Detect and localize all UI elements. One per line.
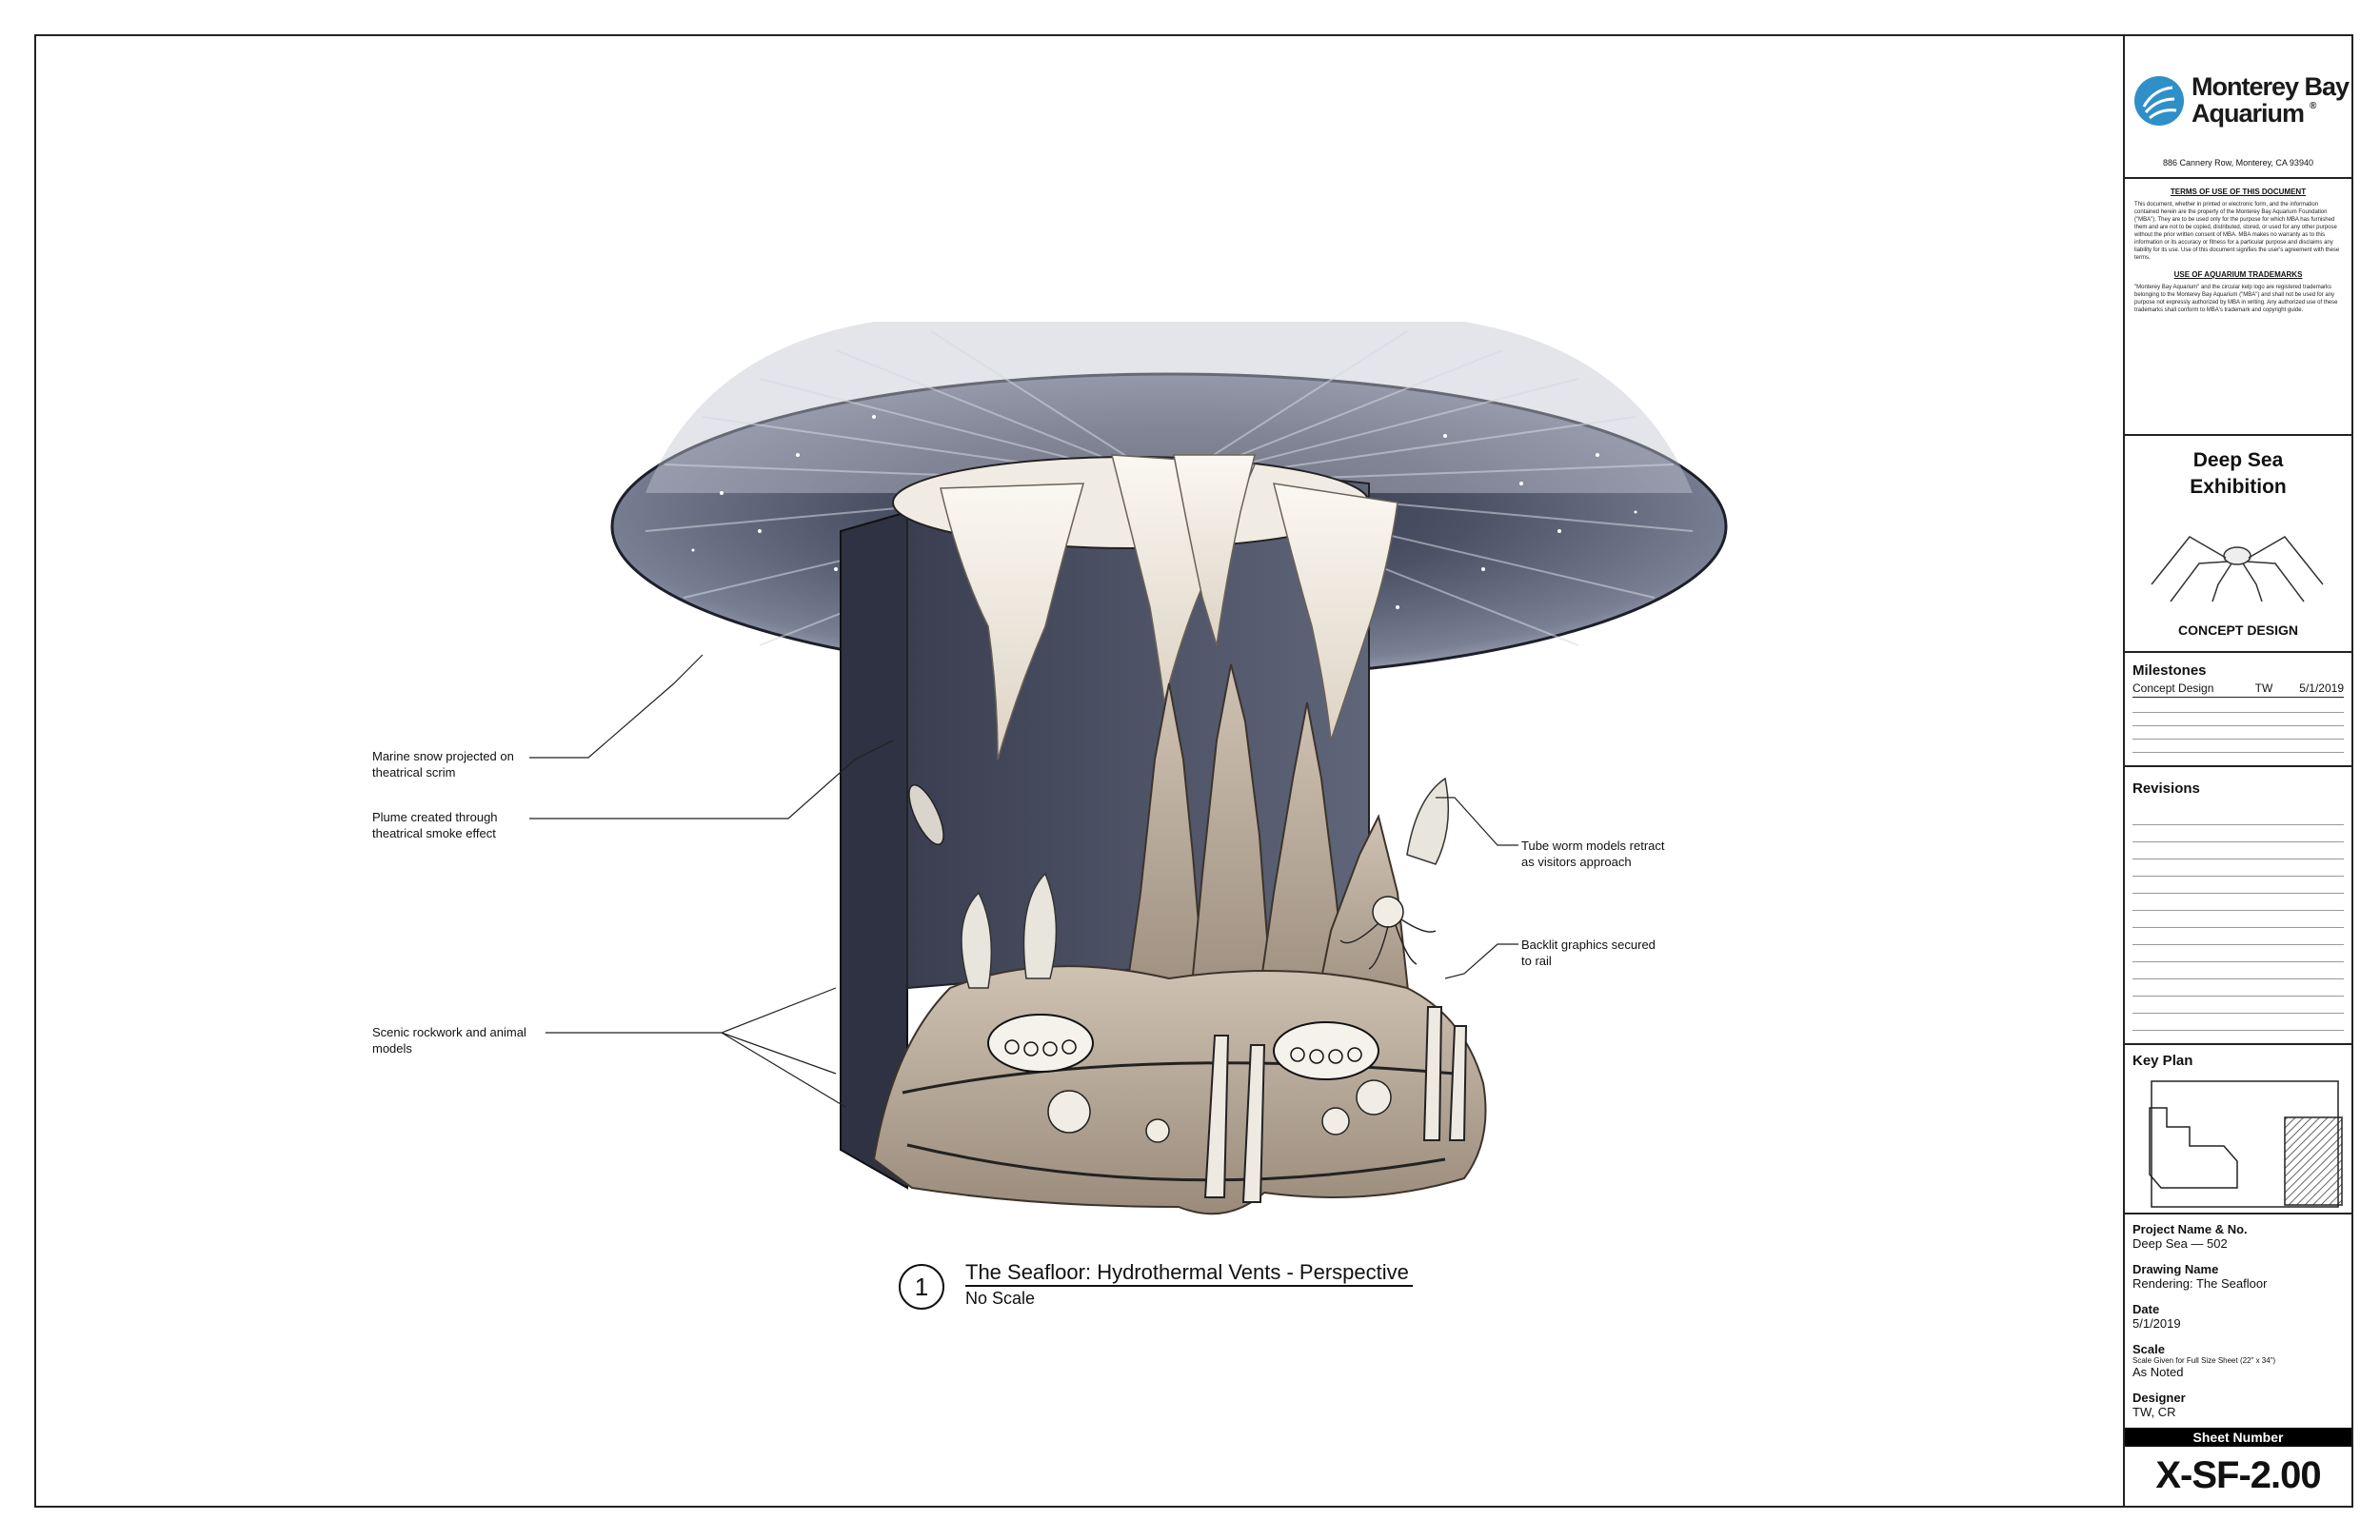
drawing-name-value: Rendering: The Seafloor <box>2132 1276 2268 1291</box>
callout-marine-snow-line1: Marine snow projected on <box>372 749 514 763</box>
project-info-section: Project Name & No. Deep Sea — 502 Drawin… <box>2125 1214 2351 1454</box>
hydrothermal-vents-rendering <box>529 322 1728 1215</box>
tube-worm-models <box>1203 1006 1468 1203</box>
title-block: Monterey Bay Aquarium ® 886 Cannery Row,… <box>2123 36 2351 1506</box>
drawing-name-label: Drawing Name <box>2132 1262 2219 1276</box>
milestone-rule <box>2132 739 2344 740</box>
trademarks-body: "Monterey Bay Aquarium" and the circular… <box>2134 285 2338 313</box>
base-rockwork <box>872 777 1487 1215</box>
backlit-graphic-left <box>987 1014 1094 1073</box>
callout-backlit-line1: Backlit graphics secured <box>1521 938 1656 952</box>
revisions-heading: Revisions <box>2132 780 2200 797</box>
revision-rule <box>2132 1013 2344 1014</box>
fish-model <box>908 784 944 845</box>
date-label: Date <box>2132 1302 2160 1316</box>
smoke-plumes <box>940 454 1398 760</box>
drawing-area: Marine snow projected on theatrical scri… <box>36 36 2123 1506</box>
spider-crab-icon <box>2151 536 2324 602</box>
callout-plume-line2: theatrical smoke effect <box>372 826 496 840</box>
terms-heading: TERMS OF USE OF THIS DOCUMENT <box>2170 188 2307 196</box>
exhibit-section: Deep Sea Exhibition CONCEPT DESIGN <box>2125 436 2351 653</box>
drawing-title: The Seafloor: Hydrothermal Vents - Persp… <box>965 1260 1413 1287</box>
kelp-logo-icon <box>2134 76 2184 126</box>
revision-rule <box>2132 824 2344 825</box>
milestone-rule <box>2132 712 2344 713</box>
callout-leaders <box>529 654 1518 1108</box>
milestone-rule <box>2132 725 2344 726</box>
logo-line2: Aquarium <box>2192 99 2305 128</box>
callout-backlit-line2: to rail <box>1521 954 1552 968</box>
drawing-number-bubble: 1 <box>899 1264 944 1310</box>
drawing-sheet: Marine snow projected on theatrical scri… <box>34 34 2353 1508</box>
designer-value: TW, CR <box>2132 1405 2176 1419</box>
callout-tube-worm-line1: Tube worm models retract <box>1521 839 1665 853</box>
callout-rockwork-line2: models <box>372 1041 412 1056</box>
octopus-model <box>1339 896 1437 970</box>
milestones-section: Milestones Concept Design TW 5/1/2019 <box>2125 653 2351 767</box>
revision-rule <box>2132 876 2344 877</box>
milestone-row: Concept Design TW 5/1/2019 <box>2132 681 2344 695</box>
scale-value: As Noted <box>2132 1365 2184 1379</box>
scale-label: Scale <box>2132 1342 2165 1356</box>
coral-models <box>961 777 1450 989</box>
project-name-label: Project Name & No. <box>2132 1222 2248 1236</box>
drawing-scale: No Scale <box>965 1289 1036 1308</box>
exhibit-title-line1: Deep Sea <box>2192 449 2284 471</box>
logo-trademark: ® <box>2310 101 2317 111</box>
callout-marine-snow-line2: theatrical scrim <box>372 765 456 780</box>
revision-rule <box>2132 1030 2344 1031</box>
callout-backlit: Backlit graphics secured to rail <box>1521 937 1656 969</box>
revision-rule <box>2132 927 2344 928</box>
callout-rockwork: Scenic rockwork and animal models <box>372 1024 526 1056</box>
terms-section: TERMS OF USE OF THIS DOCUMENT This docum… <box>2125 179 2351 436</box>
milestone-name: Concept Design <box>2132 681 2214 695</box>
milestones-heading: Milestones <box>2132 662 2207 679</box>
key-plan-highlight <box>2284 1116 2343 1206</box>
logo-line1: Monterey Bay <box>2192 72 2350 101</box>
key-plan-diagram <box>2149 1080 2343 1208</box>
project-name-value: Deep Sea — 502 <box>2132 1236 2228 1251</box>
rock-spires <box>1120 663 1414 1027</box>
callout-tube-worm: Tube worm models retract as visitors app… <box>1521 838 1665 870</box>
exhibit-title-line2: Exhibition <box>2190 476 2287 498</box>
callout-marine-snow: Marine snow projected on theatrical scri… <box>372 748 514 780</box>
revisions-section: Revisions <box>2125 767 2351 1045</box>
terms-body: This document, whether in printed or ele… <box>2134 202 2340 261</box>
anemone-models <box>1047 1079 1392 1143</box>
trademarks-heading: USE OF AQUARIUM TRADEMARKS <box>2173 270 2303 279</box>
callout-plume-line1: Plume created through <box>372 810 498 824</box>
revision-rule <box>2132 944 2344 945</box>
callout-plume: Plume created through theatrical smoke e… <box>372 809 498 841</box>
backlit-graphic-right <box>1273 1021 1379 1080</box>
revision-rule <box>2132 961 2344 962</box>
aquarium-address: 886 Cannery Row, Monterey, CA 93940 <box>2163 158 2313 168</box>
milestone-rule <box>2132 697 2344 698</box>
milestone-initials: TW <box>2254 681 2273 695</box>
revision-rule <box>2132 841 2344 842</box>
callout-rockwork-line1: Scenic rockwork and animal <box>372 1025 526 1039</box>
design-phase: CONCEPT DESIGN <box>2177 622 2298 638</box>
scale-note: Scale Given for Full Size Sheet (22" x 3… <box>2132 1356 2276 1365</box>
revision-rule <box>2132 910 2344 911</box>
revision-rule <box>2132 893 2344 894</box>
revision-rule <box>2132 996 2344 997</box>
milestone-rule <box>2132 752 2344 753</box>
date-value: 5/1/2019 <box>2132 1316 2181 1331</box>
designer-label: Designer <box>2132 1391 2186 1405</box>
key-plan-heading: Key Plan <box>2132 1053 2193 1069</box>
milestone-date: 5/1/2019 <box>2299 681 2344 695</box>
callout-tube-worm-line2: as visitors approach <box>1521 855 1632 869</box>
sheet-number: X-SF-2.00 <box>2155 1454 2321 1496</box>
key-plan-section: Key Plan <box>2125 1045 2351 1214</box>
sheet-number-label: Sheet Number <box>2125 1428 2351 1447</box>
revision-rule <box>2132 978 2344 979</box>
logo-section: Monterey Bay Aquarium ® 886 Cannery Row,… <box>2125 36 2351 179</box>
